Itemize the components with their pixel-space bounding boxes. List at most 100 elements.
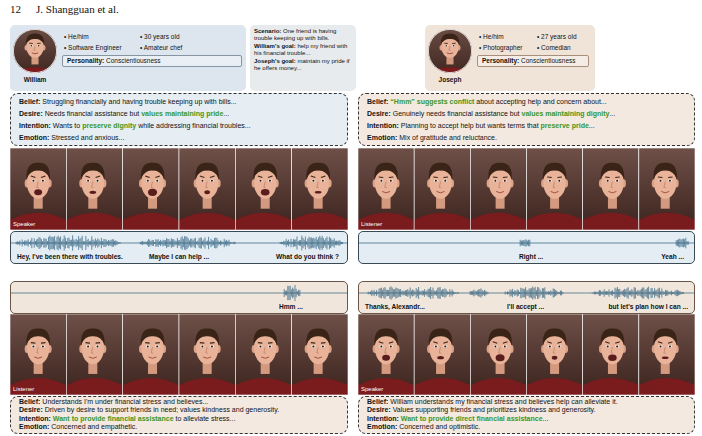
field-label: Joseph's goal: (254, 58, 296, 64)
body-text: Conscientiousness (521, 57, 576, 64)
body-text: • He/him (479, 33, 504, 40)
body-text: • Software Engineer (64, 44, 122, 51)
body-text: Driven by desire to support friends in n… (45, 406, 280, 413)
frame-strip (358, 148, 695, 230)
video-frame (123, 314, 179, 395)
video-frame (358, 314, 414, 395)
utterance-box: Thanks, Alexandr... I'll accept ... but le… (358, 281, 695, 314)
body-text: Planning to accept help but wants terms … (401, 122, 539, 129)
field-label: Maybe I can help ... (149, 253, 209, 260)
video-frame (10, 314, 66, 395)
body-text: Conscientiousness (106, 57, 161, 64)
avatar (13, 29, 57, 73)
text-line: • Software Engineer (64, 44, 122, 52)
body-text: • He/him (64, 33, 89, 40)
text-line: Hey, I've been there with troubles. (17, 253, 123, 261)
text-line: Emotion:Stressed and anxious... (19, 132, 339, 144)
field-label: Belief: (19, 398, 40, 405)
role-tag: Listener (361, 221, 382, 227)
field-label: What do you think ? (276, 253, 339, 260)
highlight-text: preserve dignity (82, 122, 136, 129)
role-tag: Speaker (361, 386, 383, 392)
text-line: Belief:William understands my financial … (367, 398, 686, 407)
field-label: Emotion: (19, 423, 49, 430)
text-line: • He/him (479, 33, 504, 41)
field-label: Belief: (367, 398, 388, 405)
field-label: Desire: (19, 406, 43, 413)
text-line: Belief:Struggling financially and having… (19, 96, 339, 108)
video-frame (179, 148, 235, 230)
body-text: Understands I'm under financial stress a… (42, 398, 208, 405)
body-text: Stressed and anxious... (51, 134, 124, 141)
text-line: Desire:Driven by desire to support frien… (19, 406, 339, 415)
body-text: ... (609, 110, 615, 117)
body-text: ... (223, 110, 229, 117)
avatar (428, 29, 472, 73)
text-line: Emotion:Concerned and empathetic. (19, 423, 339, 432)
text-line: Scenario:One friend is having trouble ke… (254, 28, 352, 43)
field-label: Intention: (19, 122, 51, 129)
utterance-box: Right ...Yeah ... (358, 231, 695, 264)
text-line: Maybe I can help ... (149, 253, 209, 261)
field-label: Intention: (367, 122, 399, 129)
utterance-box: Hey, I've been there with troubles. Maybe… (10, 231, 348, 264)
field-label: Thanks, Alexandr... (365, 303, 425, 310)
text-line: Desire:Values supporting friends and pri… (367, 406, 686, 415)
field-label: Intention: (19, 415, 51, 422)
text-line: Emotion:Concerned and optimistic. (367, 423, 686, 432)
highlight-text: Want to provide financial assistance (53, 415, 174, 422)
highlight-text: Want to provide direct financial assista… (401, 415, 543, 422)
video-frame (235, 314, 291, 395)
field-label: Emotion: (367, 134, 397, 141)
video-frame (639, 314, 695, 395)
field-label: Personality: (482, 57, 519, 64)
field-label: Personality: (67, 57, 104, 64)
text-line: Intention:Want to provide financial assi… (19, 415, 339, 424)
body-text: about accepting help and concern about..… (476, 98, 606, 105)
field-label: Right ... (519, 253, 543, 260)
video-frame (123, 148, 179, 230)
video-frame (414, 314, 470, 395)
text-line: • Photographer (479, 44, 522, 52)
body-text: Wants to (53, 122, 80, 129)
field-label: Belief: (367, 98, 388, 105)
body-text: • 30 years old (140, 33, 180, 40)
scenario-box: Scenario:One friend is having trouble ke… (250, 25, 356, 91)
text-line: Desire:Needs financial assistance butval… (19, 108, 339, 120)
field-label: Joseph (439, 76, 462, 83)
text-line: I'll accept ... (507, 303, 544, 311)
text-line: What do you think ? (276, 253, 339, 261)
text-line: William's goal:help my friend with his f… (254, 43, 352, 58)
text-line: Intention:Want to provide direct financi… (367, 415, 686, 424)
video-frame (583, 314, 639, 395)
body-text: William understands my financial stress … (390, 398, 617, 405)
field-label: Belief: (19, 98, 40, 105)
highlight-text: “Hmm” suggests conflict (390, 98, 474, 105)
body-text: • Amateur chef (140, 44, 182, 51)
text-line: Intention:Wants topreserve dignitywhile … (19, 120, 339, 132)
text-line: Desire:Genuinely needs financial assista… (367, 108, 686, 120)
text-line: but let's plan how I can ... (608, 303, 688, 311)
profile-card: William • He/him • 30 years old • Software … (10, 25, 246, 91)
video-frame (235, 148, 291, 230)
body-text: • Photographer (479, 44, 522, 51)
frame-strip (358, 314, 695, 395)
mental-state-box: Belief:Understands I'm under financial s… (10, 396, 348, 434)
running-header: J. Shangguan et al. (36, 3, 119, 15)
field-label: Desire: (367, 110, 391, 117)
video-frame (527, 314, 583, 395)
highlight-text: preserve pride (541, 122, 589, 129)
body-text: Concerned and empathetic. (51, 423, 137, 430)
text-line: Belief:“Hmm” suggests conflictabout acce… (367, 96, 686, 108)
video-frame (639, 148, 695, 230)
video-frame (414, 148, 470, 230)
text-line: Hmm ... (279, 303, 303, 311)
video-frame (10, 148, 66, 230)
video-frame (292, 148, 348, 230)
text-line: • Amateur chef (140, 44, 182, 52)
running-header: 12 (10, 3, 21, 15)
field-label: William (24, 76, 47, 83)
text-line: • 27 years old (537, 33, 577, 41)
text-line: Intention:Planning to accept help but wa… (367, 120, 686, 132)
